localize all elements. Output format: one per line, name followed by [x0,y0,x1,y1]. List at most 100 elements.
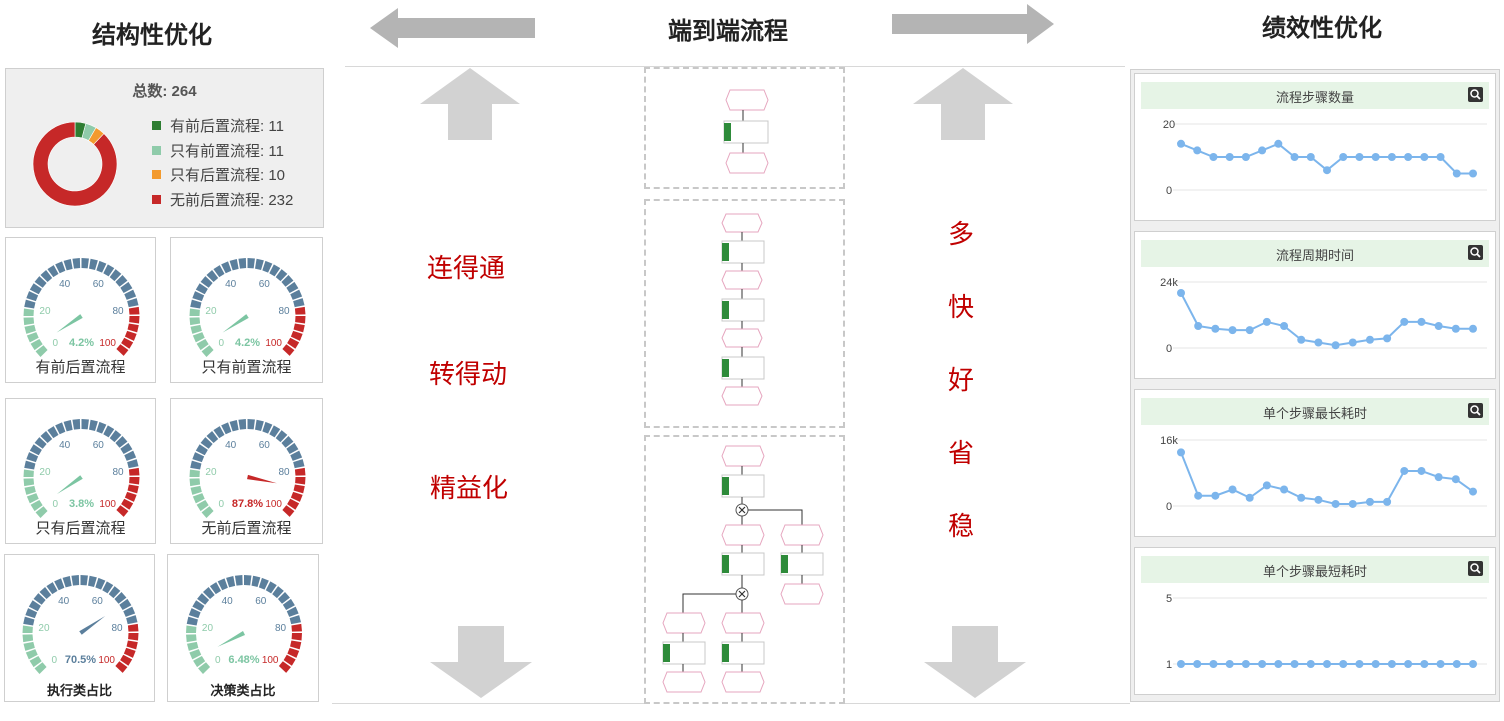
gauge-needle [56,475,83,495]
flow-task-marker [722,243,729,261]
gauge-tick [190,460,202,470]
gauge-tick-label: 40 [59,279,71,290]
zoom-icon[interactable] [1468,561,1483,576]
flow-event-box [721,328,763,348]
gauge-tick [23,317,35,326]
flow-box-linear [644,199,845,428]
gauge-tick [247,419,255,430]
line-card-header: 单个步骤最长耗时 [1141,398,1489,425]
y-tick-label: 1 [1166,659,1172,671]
gauge-tick-label: 80 [278,467,290,478]
flow-task-marker [722,555,729,573]
gauge-tick [129,477,140,485]
gauge-tick [121,337,134,349]
gauge-tick [251,575,261,587]
y-tick-label: 5 [1166,593,1172,605]
zoom-icon[interactable] [1468,87,1483,102]
gauge-tick [293,298,305,308]
gauge-tick [238,419,247,430]
data-point [1274,660,1283,668]
gauge-tick [189,478,201,487]
data-point [1365,335,1374,344]
legend-item: 只有后置流程: 10 [152,164,285,185]
data-point [1452,169,1461,178]
gauge-tick [124,289,137,300]
gauge-tick-label: 100 [99,338,116,349]
line-chart-title: 单个步骤最短耗时 [1262,564,1367,579]
y-tick-label: 16k [1160,435,1178,447]
right-word-stable: 稳 [948,511,975,541]
zoom-icon[interactable] [1468,245,1483,260]
data-point [1469,324,1477,333]
gauge-needle [79,615,106,635]
gauge-tick [258,577,269,590]
gauge-tick-label: 40 [225,279,237,290]
gauge-tick [229,258,239,271]
data-point [1451,324,1460,333]
data-point [1348,338,1357,347]
gauge-tick [193,655,206,668]
arrow-up-icon [913,68,1013,140]
gauge-caption: 无前后置流程 [201,520,292,537]
gauge-tick [55,261,66,274]
data-point [1371,660,1380,668]
gauge-tick [295,477,306,485]
data-point [1290,153,1299,161]
gauge-tick-label: 80 [112,306,124,317]
gauge-tick [127,484,139,494]
gauge-tick [206,431,219,444]
gauge-tick [262,421,273,434]
flow-event-box [721,386,763,406]
gauge-tick [275,430,288,443]
gauge-tick [195,444,208,456]
data-point [1241,153,1250,161]
data-point [1314,338,1323,347]
flow-event-box [721,270,763,290]
data-point [1323,660,1331,668]
gauge-tick [188,608,201,619]
gauge-caption: 有前后置流程 [35,359,126,376]
gauge-tick [190,324,202,334]
top-divider [345,66,1125,67]
gauge-tick [192,291,205,302]
gauge-tick [283,654,296,666]
gauge-caption: 只有后置流程 [35,520,126,537]
gauge-tick [186,616,198,626]
gauge-tick [209,582,222,595]
data-point [1211,491,1220,500]
gauge-tick [81,419,89,430]
gauge-tick [95,577,106,590]
gauge-tick [103,425,115,438]
flow-event-box [721,671,765,693]
series-line [1180,292,1473,347]
gauge-tick [244,575,252,586]
gauge-tick [128,306,140,315]
gauge-tick [30,338,43,351]
gauge-tick [28,600,41,612]
gauge-tick [281,274,294,287]
gauge-tick [124,491,137,502]
gauge-tick [192,452,205,463]
gauge-tick [128,467,140,476]
gauge-tick [108,586,121,599]
gauge-tick [192,332,205,343]
gauge-tick [189,469,200,477]
arrow-down-icon [924,626,1026,698]
gauge-tick [255,419,264,431]
gauge-tick [201,506,214,519]
gauge-tick [294,306,306,315]
data-point [1194,322,1203,330]
gauge-tick-label: 100 [265,499,282,510]
data-point [1452,660,1461,668]
performance-heading: 绩效性优化 [1262,15,1382,42]
data-point [1177,660,1185,668]
data-point [1211,324,1220,333]
zoom-icon[interactable] [1468,403,1483,418]
donut-total: 总数: 264 [132,83,197,100]
flow-task-marker [724,123,731,141]
arrow-down-icon [430,626,532,698]
gauge-tick [286,442,299,455]
gauge-tick [33,593,46,605]
